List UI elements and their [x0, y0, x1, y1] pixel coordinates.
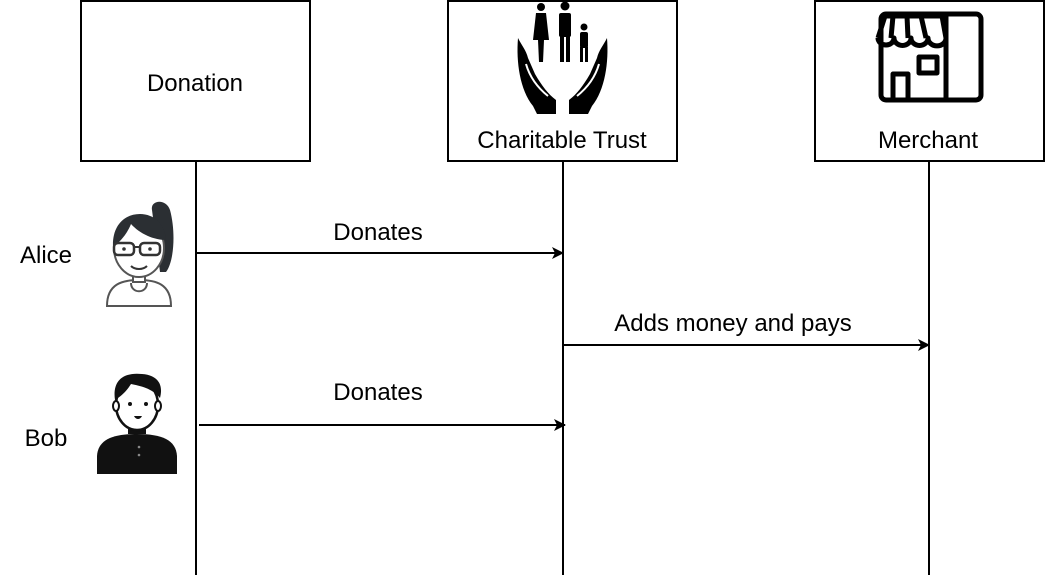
participant-charitable-trust: Charitable Trust — [447, 0, 678, 162]
actor-label: Bob — [25, 425, 68, 452]
actor-bob: Bob — [25, 373, 177, 474]
message-label: Donates — [333, 379, 422, 406]
participant-donation: Donation — [80, 0, 311, 162]
message-bob-donates: Donates — [199, 379, 566, 431]
man-avatar-icon — [97, 373, 177, 474]
actor-alice: Alice — [20, 201, 174, 307]
actor-label: Alice — [20, 242, 72, 269]
participant-box — [80, 0, 311, 162]
participant-label: Donation — [147, 70, 243, 97]
woman-avatar-icon — [105, 201, 174, 307]
participant-merchant: Merchant — [814, 0, 1045, 162]
message-alice-donates: Donates — [196, 219, 564, 259]
message-trust-pays-merchant: Adds money and pays — [563, 310, 930, 351]
message-label: Donates — [333, 219, 422, 246]
participant-label: Charitable Trust — [477, 127, 647, 154]
participant-label: Merchant — [878, 127, 978, 154]
storefront-icon — [875, 11, 984, 103]
participant-box — [814, 0, 1045, 162]
message-label: Adds money and pays — [614, 310, 851, 337]
family-in-hands-icon — [517, 1, 608, 114]
